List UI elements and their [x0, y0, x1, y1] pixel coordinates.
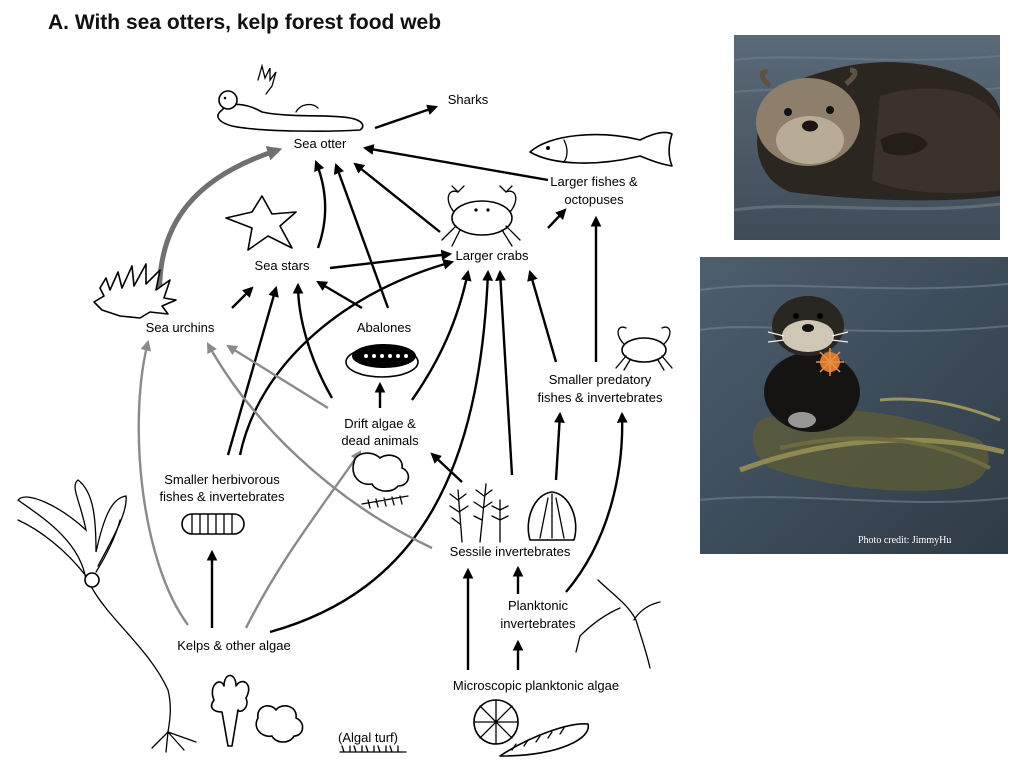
- kelp-icon: [17, 479, 197, 753]
- arrows-layer: [137, 104, 628, 670]
- arrow-kelps-to-drift: [244, 450, 362, 629]
- arrow-abalones-to-otter: [333, 162, 390, 309]
- label-drift-algae-line2: dead animals: [341, 433, 419, 448]
- arrow-stars-to-otter: [314, 159, 327, 249]
- sea-otter-icon: [217, 63, 364, 132]
- algae-icon: [210, 674, 304, 747]
- node-labels: Sharks Sea otter Larger fishes & octopus…: [146, 92, 663, 745]
- label-sharks: Sharks: [448, 92, 489, 107]
- label-smaller-herbivorous-line2: fishes & invertebrates: [159, 489, 285, 504]
- otter-photo-top: [733, 35, 1001, 240]
- label-sea-stars: Sea stars: [255, 258, 310, 273]
- arrow-kelps-to-urchins: [137, 339, 189, 626]
- label-drift-algae-line1: Drift algae &: [344, 416, 416, 431]
- arrow-sessile-to-crabs: [495, 269, 514, 476]
- label-abalones: Abalones: [357, 320, 412, 335]
- arrow-otter-to-sharks: [374, 104, 439, 130]
- label-larger-fishes-line2: octopuses: [564, 192, 624, 207]
- label-planktonic-line2: invertebrates: [500, 616, 576, 631]
- arrow-larger-fishes-to-otter: [362, 144, 549, 182]
- larger-crab-icon: [441, 185, 521, 247]
- sea-urchin-icon: [93, 263, 177, 319]
- label-kelps: Kelps & other algae: [177, 638, 290, 653]
- arrow-sessile-to-urchins: [206, 342, 433, 550]
- isopod-icon: [181, 513, 245, 535]
- sessile-invertebrates-icon: [449, 483, 577, 543]
- arrow-urchins-to-stars: [231, 286, 254, 309]
- arrow-drift-to-crabs: [411, 269, 472, 401]
- label-sessile-invertebrates: Sessile invertebrates: [450, 544, 571, 559]
- planktonic-invertebrate-icon: [575, 579, 661, 669]
- diatom-icon: [473, 699, 590, 757]
- arrow-herbivorous-to-crabs: [238, 259, 455, 456]
- figure-title: A. With sea otters, kelp forest food web: [48, 11, 441, 34]
- dead-animal-icon: [361, 495, 409, 509]
- label-planktonic-line1: Planktonic: [508, 598, 568, 613]
- arrow-planktonic-to-smaller-predatory: [565, 411, 628, 593]
- label-smaller-herbivorous-line1: Smaller herbivorous: [164, 472, 280, 487]
- label-microscopic-algae: Microscopic planktonic algae: [453, 678, 619, 693]
- photo-credit: Photo credit: JimmyHu: [858, 535, 951, 546]
- label-sea-otter: Sea otter: [294, 136, 347, 151]
- arrow-stars-to-crabs: [329, 249, 453, 270]
- arrow-crabs-to-larger-fishes: [547, 208, 567, 229]
- abalone-icon: [345, 344, 419, 378]
- label-larger-crabs: Larger crabs: [456, 248, 529, 263]
- arrow-herbivorous-to-stars: [226, 285, 279, 456]
- arrow-smaller-predatory-to-crabs: [527, 269, 558, 363]
- label-algal-turf: (Algal turf): [338, 730, 398, 745]
- arrow-kelps-to-crabs: [269, 269, 494, 634]
- arrow-urchins-to-otter: [157, 146, 283, 303]
- drift-algae-icon: [352, 452, 410, 492]
- label-smaller-predatory-line2: fishes & invertebrates: [537, 390, 663, 405]
- larger-fish-icon: [529, 131, 673, 167]
- small-crab-icon: [615, 326, 673, 371]
- label-larger-fishes-line1: Larger fishes &: [550, 174, 638, 189]
- arrow-sessile-to-drift: [430, 452, 463, 483]
- label-sea-urchins: Sea urchins: [146, 320, 215, 335]
- otter-photo-bottom: Photo credit: JimmyHu: [699, 257, 1009, 554]
- algal-turf-icon: [339, 745, 407, 753]
- arrow-drift-to-stars: [292, 282, 334, 399]
- arrow-sessile-to-smaller-predatory: [554, 411, 565, 481]
- sea-star-icon: [225, 195, 297, 251]
- label-smaller-predatory-line1: Smaller predatory: [549, 372, 652, 387]
- arrow-drift-to-urchins: [226, 344, 329, 410]
- arrow-crabs-to-otter: [353, 162, 441, 233]
